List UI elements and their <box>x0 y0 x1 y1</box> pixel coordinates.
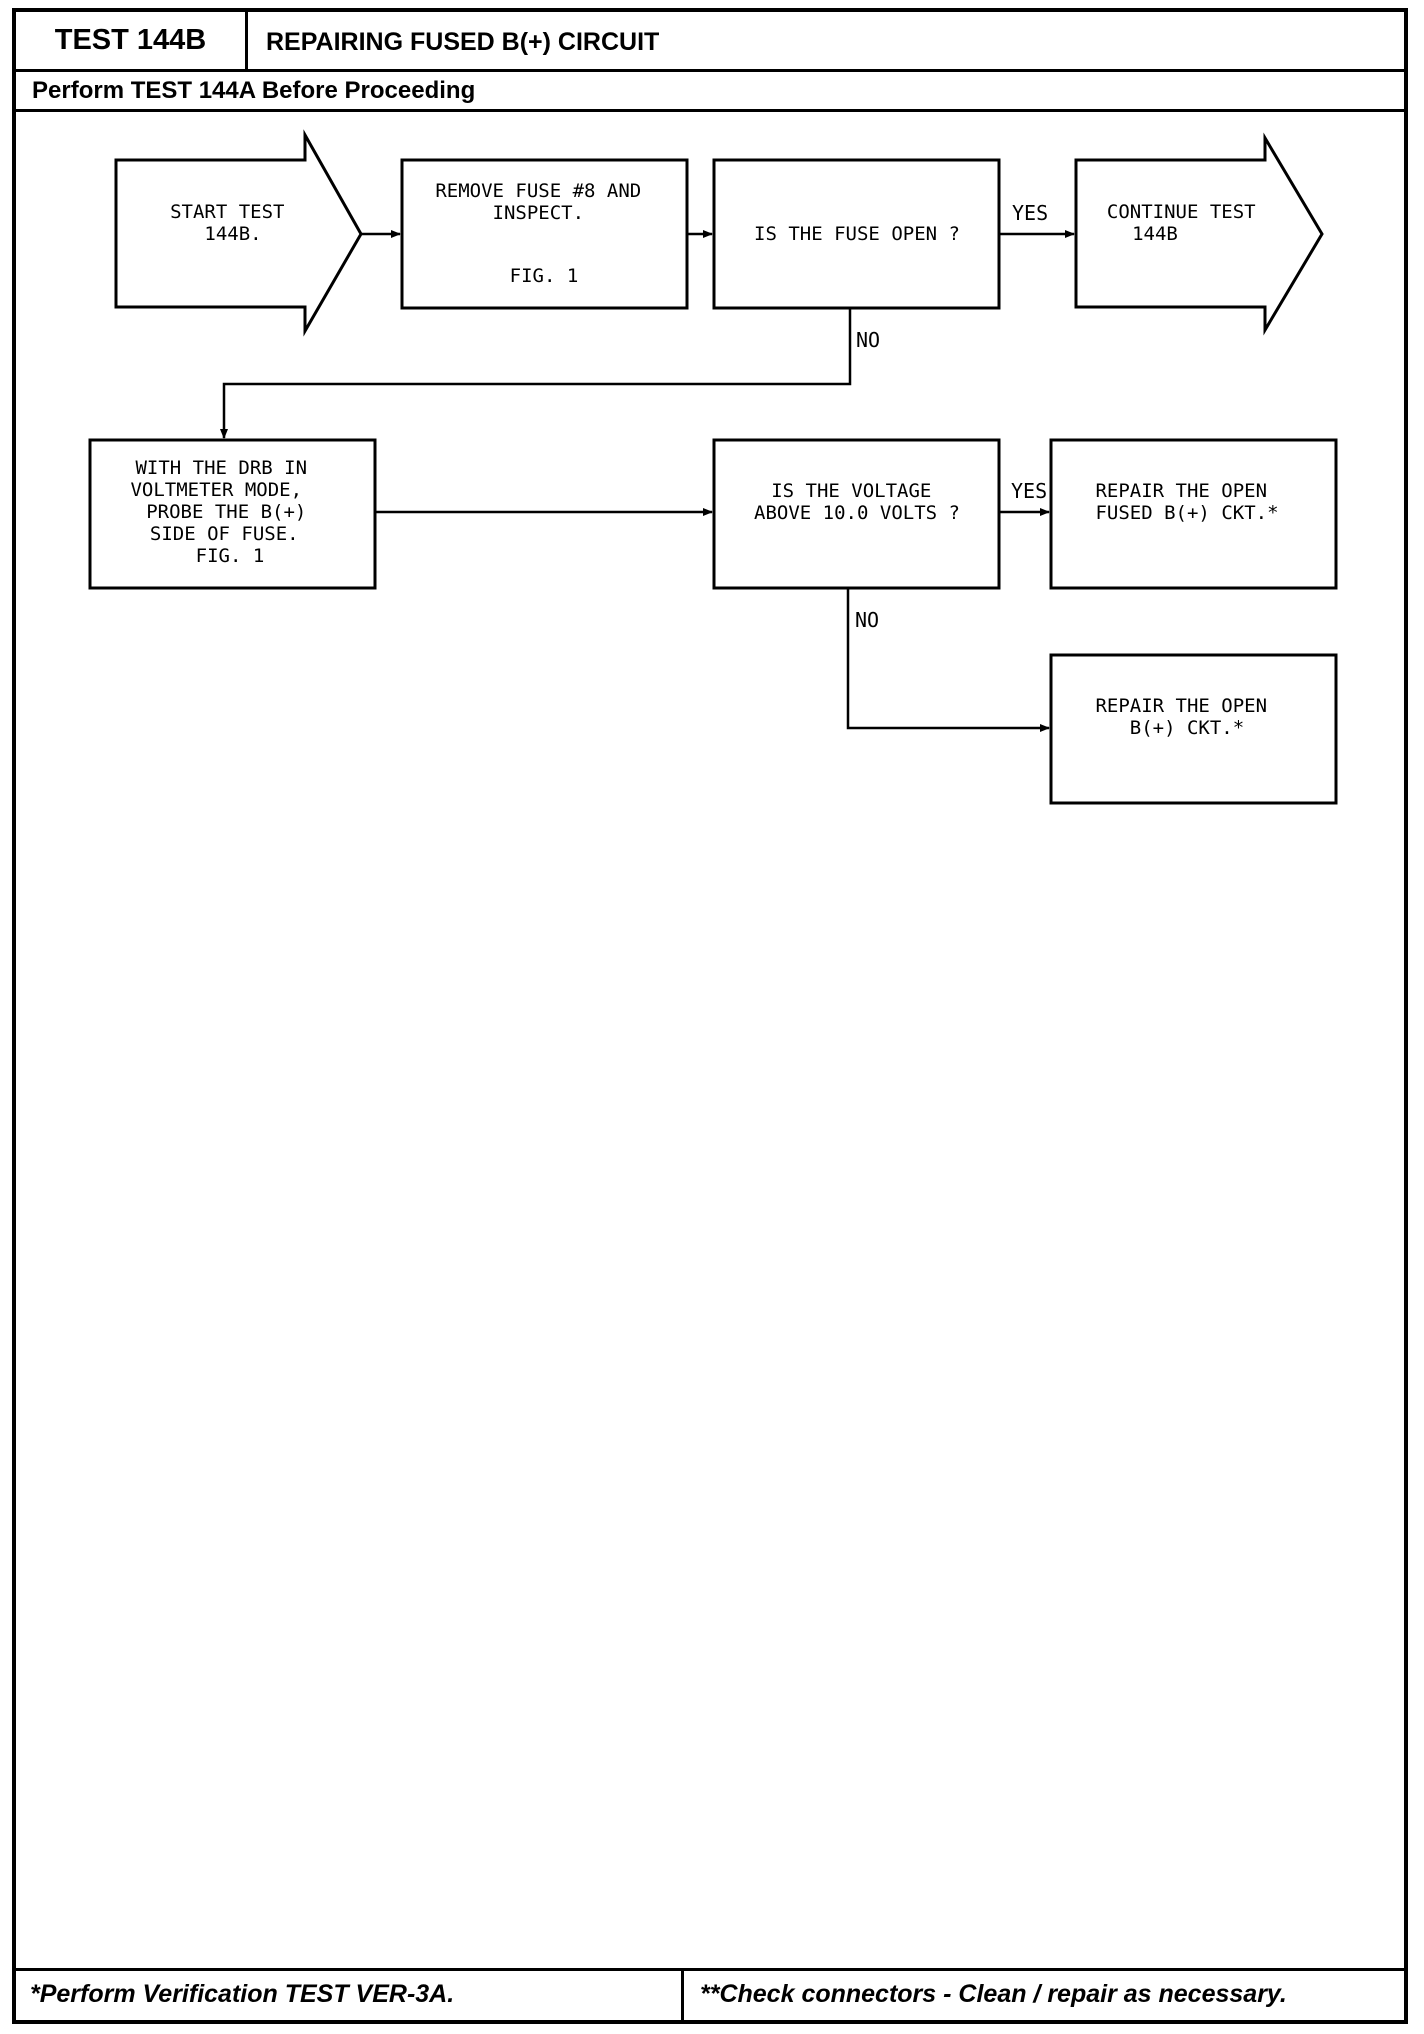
no-label-2: NO <box>855 608 879 632</box>
voltage-question-text: IS THE VOLTAGE ABOVE 10.0 VOLTS ? <box>754 480 960 524</box>
header-bar: TEST 144B REPAIRING FUSED B(+) CIRCUIT <box>16 12 1404 72</box>
probe-line-5: FIG. 1 <box>196 545 265 567</box>
no-label-1: NO <box>856 328 880 352</box>
repair-fused-text: REPAIR THE OPEN FUSED B(+) CKT.* <box>1095 480 1278 524</box>
probe-box <box>88 438 377 590</box>
start-arrow-shape <box>114 129 363 337</box>
yes-label-1: YES <box>1012 201 1048 225</box>
test-title: REPAIRING FUSED B(+) CIRCUIT <box>266 28 660 56</box>
remove-fuse-text: REMOVE FUSE #8 AND INSPECT. FIG. 1 <box>435 180 652 287</box>
continue-line-1: CONTINUE TEST <box>1107 201 1256 223</box>
footer-bar: *Perform Verification TEST VER-3A. **Che… <box>16 1968 1404 2020</box>
remove-fuse-line-1: REMOVE FUSE #8 AND <box>435 180 641 202</box>
probe-line-1: WITH THE DRB IN <box>135 457 307 479</box>
start-line-2: 144B. <box>204 223 261 245</box>
remove-fuse-line-2: INSPECT. <box>493 202 585 224</box>
fuse-open-question-line-1: IS THE FUSE OPEN ? <box>754 223 960 245</box>
remove-fuse-box <box>400 158 689 310</box>
repair-fused-line-1: REPAIR THE OPEN <box>1095 480 1267 502</box>
probe-text: WITH THE DRB IN VOLTMETER MODE, PROBE TH… <box>130 457 318 567</box>
prerequisite-bar: Perform TEST 144A Before Proceeding <box>16 72 1404 112</box>
footnote-connectors: **Check connectors - Clean / repair as n… <box>700 1980 1287 2008</box>
repair-open-box <box>1049 653 1338 805</box>
prerequisite-note: Perform TEST 144A Before Proceeding <box>32 77 476 104</box>
continue-text: CONTINUE TEST 144B <box>1107 201 1267 245</box>
start-line-1: START TEST <box>170 201 284 223</box>
yes-label-2: YES <box>1011 479 1047 503</box>
connector-no-to-repair-open <box>846 588 1050 732</box>
test-id: TEST 144B <box>16 12 248 69</box>
continue-arrow-shape <box>1074 132 1324 336</box>
connector-no-to-probe <box>220 308 852 439</box>
remove-fuse-line-3: FIG. 1 <box>510 265 579 287</box>
start-text: START TEST 144B. <box>170 201 296 245</box>
repair-open-line-2: B(+) CKT.* <box>1130 717 1244 739</box>
fuse-open-question-text: IS THE FUSE OPEN ? <box>754 223 960 245</box>
page-frame: TEST 144B REPAIRING FUSED B(+) CIRCUIT P… <box>12 8 1408 2024</box>
fuse-open-decision-box <box>712 158 1001 310</box>
voltage-question-line-2: ABOVE 10.0 VOLTS ? <box>754 502 960 524</box>
voltage-question-line-1: IS THE VOLTAGE <box>771 480 931 502</box>
probe-line-2: VOLTMETER MODE, <box>130 479 302 501</box>
continue-line-2: 144B <box>1132 223 1178 245</box>
repair-open-line-1: REPAIR THE OPEN <box>1095 695 1267 717</box>
repair-open-text: REPAIR THE OPEN B(+) CKT.* <box>1095 695 1278 739</box>
voltage-decision-box <box>712 438 1001 590</box>
probe-line-4: SIDE OF FUSE. <box>150 523 299 545</box>
repair-fused-box <box>1049 438 1338 590</box>
footnote-verification: *Perform Verification TEST VER-3A. <box>16 1971 684 2020</box>
repair-fused-line-2: FUSED B(+) CKT.* <box>1095 502 1278 524</box>
probe-line-3: PROBE THE B(+) <box>146 501 306 523</box>
